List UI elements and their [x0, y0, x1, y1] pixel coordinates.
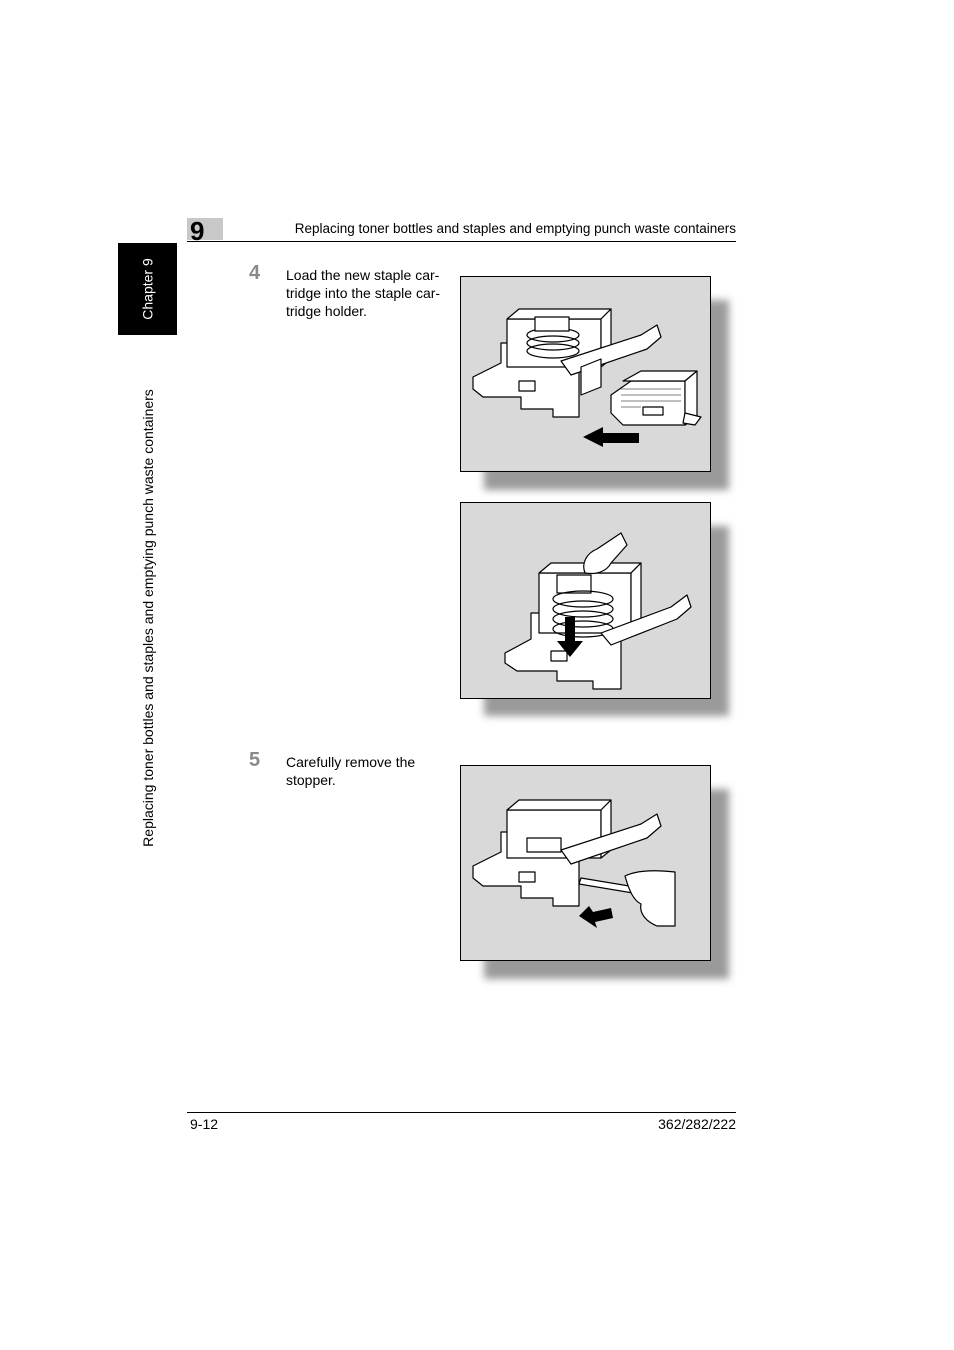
- figure-press-cartridge: [460, 502, 711, 699]
- chapter-number: 9: [190, 216, 205, 246]
- model-number: 362/282/222: [658, 1116, 736, 1132]
- chapter-side-tab: [118, 243, 177, 335]
- running-header-title: Replacing toner bottles and staples and …: [294, 221, 736, 236]
- section-label-text: Replacing toner bottles and staples and …: [139, 388, 156, 847]
- illustration-press-cartridge: [504, 532, 692, 690]
- chapter-number-box: [187, 218, 223, 240]
- step-number: 4: [249, 262, 261, 284]
- figure-load-cartridge: [460, 276, 711, 472]
- arrow-left-icon: [583, 427, 639, 447]
- illustration-load-cartridge: [472, 308, 702, 447]
- header-rule: [187, 241, 736, 242]
- footer-rule: [187, 1112, 736, 1113]
- step-text: Carefully remove the stopper.: [286, 754, 416, 788]
- arrow-right-icon: [579, 906, 613, 928]
- side-section-label: Replacing toner bottles and staples and …: [118, 355, 177, 880]
- chapter-side-tab-label: Chapter 9: [118, 243, 177, 335]
- arrow-down-icon: [557, 617, 583, 657]
- figure-remove-stopper: [460, 765, 711, 961]
- step-number: 5: [249, 749, 261, 771]
- illustration-remove-stopper: [472, 799, 676, 928]
- chapter-label-text: Chapter 9: [139, 258, 156, 320]
- page-number: 9-12: [190, 1116, 219, 1132]
- step-text: Load the new staple car-tridge into the …: [286, 267, 441, 319]
